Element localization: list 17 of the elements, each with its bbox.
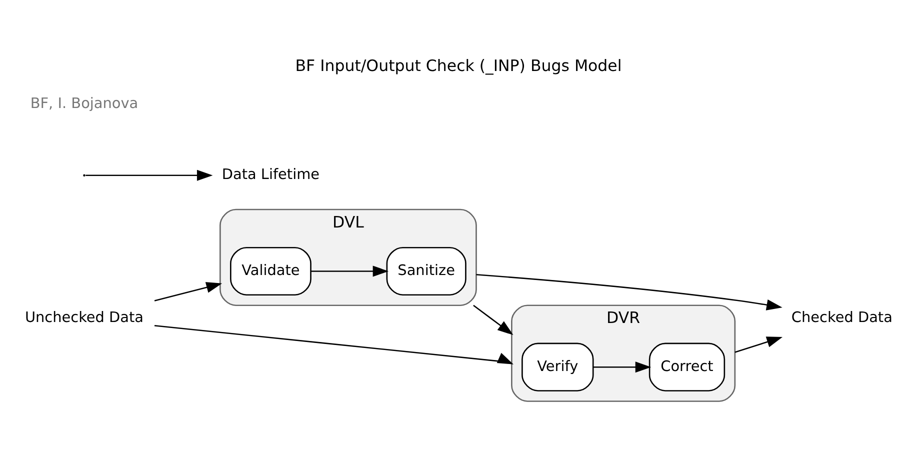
node-box: Correct: [648, 342, 726, 391]
node-box: Verify: [522, 342, 594, 391]
node-text: Checked Data: [791, 310, 892, 326]
arrow: [154, 324, 514, 364]
node-box: Sanitize: [386, 246, 466, 296]
node-text: Unchecked Data: [24, 310, 144, 326]
arrow: [593, 361, 652, 372]
arrow: [154, 282, 222, 301]
label: BF, I. Bojanova: [30, 96, 138, 112]
arrow: [311, 265, 389, 276]
diagram-title: BF Input/Output Check (_INP) Bugs Model: [295, 56, 622, 75]
arrow: [734, 336, 783, 352]
node-text: Data Lifetime: [222, 166, 320, 183]
arrow: [86, 169, 213, 180]
arrow: [473, 304, 514, 335]
node-box: Validate: [230, 246, 312, 296]
arrow: [476, 273, 782, 310]
